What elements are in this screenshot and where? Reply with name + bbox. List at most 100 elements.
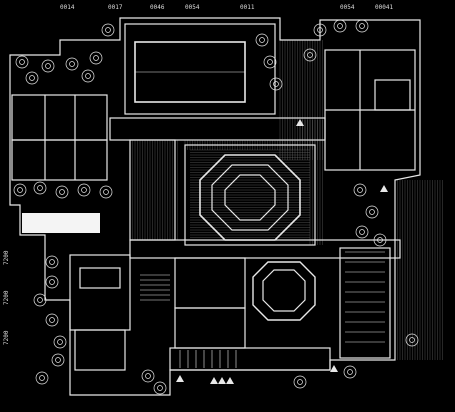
tree-symbol (77, 183, 91, 197)
tree-trunk (145, 373, 151, 379)
entrance-triangle (330, 365, 338, 372)
dim-label-top: 0046 (150, 4, 165, 11)
main-corridor (109, 117, 326, 141)
landscape-trees (13, 19, 419, 395)
tree-symbol (89, 51, 103, 65)
tree-symbol (373, 233, 387, 247)
tree-trunk (85, 73, 91, 79)
dim-label-top: 0011 (240, 4, 255, 11)
tree-symbol (405, 333, 419, 347)
south-corridor (129, 239, 401, 259)
tree-trunk (39, 375, 45, 381)
tree-trunk (359, 23, 365, 29)
tree-trunk (93, 55, 99, 61)
tree-trunk (267, 59, 273, 65)
dim-label-top: 0054 (340, 4, 355, 11)
tree-trunk (103, 189, 109, 195)
arena-enclosure (184, 144, 316, 246)
stair-hatches (140, 251, 385, 368)
tree-symbol (33, 293, 47, 307)
tree-symbol (45, 255, 59, 269)
tree-symbol (269, 77, 283, 91)
tree-trunk (359, 229, 365, 235)
tree-trunk (347, 369, 353, 375)
tree-trunk (377, 237, 383, 243)
tree-symbol (13, 183, 27, 197)
tree-symbol (45, 275, 59, 289)
tree-symbol (101, 23, 115, 37)
tree-trunk (317, 27, 323, 33)
tree-symbol (55, 185, 69, 199)
entrance-triangle (210, 377, 218, 384)
tree-symbol (303, 48, 317, 62)
tree-trunk (105, 27, 111, 33)
tree-trunk (57, 339, 63, 345)
tree-symbol (263, 55, 277, 69)
tree-symbol (35, 371, 49, 385)
tree-trunk (307, 52, 313, 58)
tree-trunk (37, 185, 43, 191)
tree-symbol (81, 69, 95, 83)
tree-symbol (99, 185, 113, 199)
tree-symbol (65, 57, 79, 71)
tree-symbol (141, 369, 155, 383)
dim-label-top: 0054 (185, 4, 200, 11)
tree-trunk (19, 59, 25, 65)
tree-symbol (153, 381, 167, 395)
dim-label-left: 7200 (3, 250, 10, 265)
tree-trunk (45, 63, 51, 69)
right-wing-room (374, 79, 411, 111)
top-dimension-labels: 0014 0017 0046 0054 0011 0054 00041 (60, 4, 393, 11)
tree-trunk (49, 279, 55, 285)
tree-trunk (49, 317, 55, 323)
dim-label-top: 00041 (375, 4, 393, 11)
tree-symbol (365, 205, 379, 219)
tree-trunk (69, 61, 75, 67)
small-arena-outer (252, 261, 316, 321)
dim-label-left: 7200 (3, 330, 10, 345)
tree-trunk (297, 379, 303, 385)
tree-symbol (25, 71, 39, 85)
tree-trunk (37, 297, 43, 303)
tree-symbol (45, 313, 59, 327)
tree-trunk (369, 209, 375, 215)
tree-trunk (337, 23, 343, 29)
entrance-markers (176, 119, 388, 384)
tree-symbol (41, 59, 55, 73)
building-outline (9, 17, 421, 396)
tree-trunk (49, 259, 55, 265)
tree-symbol (353, 183, 367, 197)
lower-left-room (74, 329, 126, 371)
lower-left-stalls (79, 267, 121, 289)
dim-label-top: 0014 (60, 4, 75, 11)
lower-right-stands (339, 247, 391, 359)
tree-symbol (53, 335, 67, 349)
small-arena-inner (262, 269, 306, 312)
tree-trunk (357, 187, 363, 193)
tree-symbol (51, 353, 65, 367)
entrance-triangle (296, 119, 304, 126)
tree-symbol (293, 375, 307, 389)
tree-trunk (59, 189, 65, 195)
left-wing-room-2 (11, 139, 108, 181)
tree-trunk (17, 187, 23, 193)
tree-trunk (55, 357, 61, 363)
tree-trunk (259, 37, 265, 43)
tree-symbol (343, 365, 357, 379)
bottom-colonnade (169, 347, 331, 371)
entrance-triangle (380, 185, 388, 192)
tree-symbol (333, 19, 347, 33)
left-dimension-labels: 7200 7200 7200 (3, 250, 10, 345)
floor-hatching (129, 40, 443, 360)
entrance-triangle (226, 377, 234, 384)
tree-trunk (29, 75, 35, 81)
arena-court (224, 174, 276, 221)
tree-symbol (355, 225, 369, 239)
dim-label-top: 0017 (108, 4, 123, 11)
tree-symbol (15, 55, 29, 69)
tree-trunk (157, 385, 163, 391)
entrance-triangle (176, 375, 184, 382)
tree-trunk (273, 81, 279, 87)
